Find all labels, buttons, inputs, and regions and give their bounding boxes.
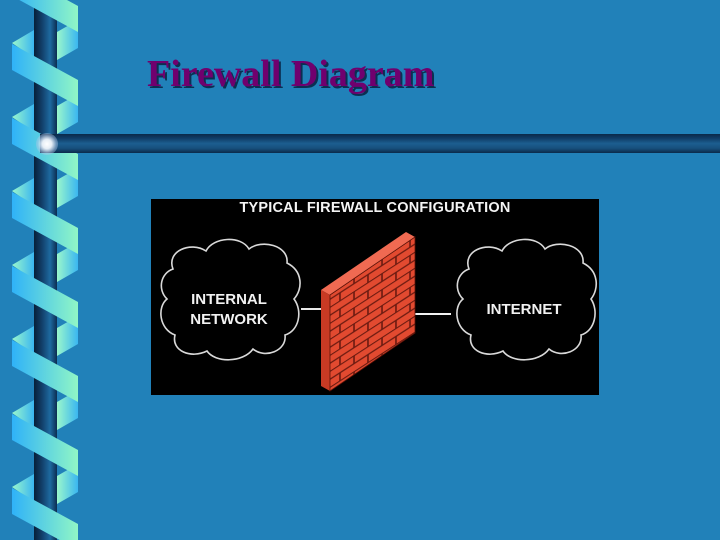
ribbon-pole-decoration bbox=[0, 0, 90, 540]
internet-cloud-icon bbox=[456, 238, 598, 361]
internal-network-cloud-icon bbox=[160, 238, 301, 361]
diagram-heading: TYPICAL FIREWALL CONFIGURATION bbox=[239, 200, 511, 216]
internal-network-label-line1: INTERNAL bbox=[191, 291, 267, 308]
firewall-diagram-image: TYPICAL FIREWALL CONFIGURATION INTERNAL … bbox=[151, 199, 599, 395]
internal-network-label-line2: NETWORK bbox=[190, 311, 268, 328]
firewall-diagram-graphic bbox=[160, 232, 598, 392]
internet-label: INTERNET bbox=[486, 301, 562, 318]
slide-title: Firewall Diagram bbox=[147, 53, 435, 95]
horizontal-divider-bar bbox=[40, 134, 720, 153]
divider-highlight-dot bbox=[36, 133, 58, 155]
brick-wall-icon bbox=[321, 232, 416, 392]
internal-network-label: INTERNAL NETWORK bbox=[179, 290, 279, 330]
